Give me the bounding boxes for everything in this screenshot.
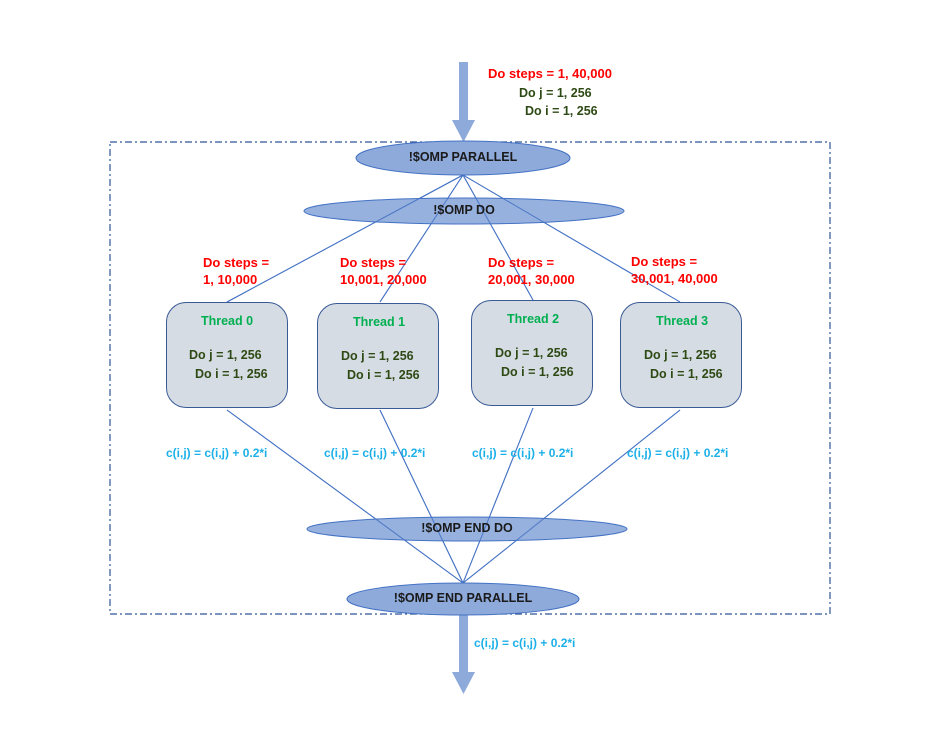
thread-2-statement: c(i,j) = c(i,j) + 0.2*i (472, 446, 574, 460)
thread-0-title: Thread 0 (200, 314, 254, 328)
omp-parallel-label: !$OMP PARALLEL (408, 150, 518, 164)
thread-3-loop-i: Do i = 1, 256 (650, 367, 723, 381)
bottom-statement: c(i,j) = c(i,j) + 0.2*i (474, 636, 576, 650)
thread-2-loop-i: Do i = 1, 256 (501, 365, 574, 379)
thread-2-steps-label: Do steps = (488, 255, 555, 270)
thread-2-steps-range: 20,001, 30,000 (488, 272, 575, 287)
thread-3-title: Thread 3 (655, 314, 709, 328)
thread-1-loop-j: Do j = 1, 256 (341, 349, 414, 363)
thread-3-steps-label: Do steps = (631, 254, 698, 269)
outer-steps-loop: Do steps = 1, 40,000 (488, 66, 612, 81)
thread-2-loop-j: Do j = 1, 256 (495, 346, 568, 360)
omp-do-label: !$OMP DO (433, 203, 495, 217)
thread-0-steps-label: Do steps = (203, 255, 270, 270)
thread-0-statement: c(i,j) = c(i,j) + 0.2*i (166, 446, 268, 460)
thread-3-box: Thread 3 Do j = 1, 256 Do i = 1, 256 (620, 302, 742, 408)
omp-end-do-label: !$OMP END DO (421, 521, 513, 535)
thread-2-title: Thread 2 (506, 312, 560, 326)
thread-3-statement: c(i,j) = c(i,j) + 0.2*i (627, 446, 729, 460)
thread-1-loop-i: Do i = 1, 256 (347, 368, 420, 382)
thread-1-title: Thread 1 (352, 315, 406, 329)
omp-end-do-node (306, 516, 628, 542)
thread-2-box: Thread 2 Do j = 1, 256 Do i = 1, 256 (471, 300, 593, 406)
outer-loop-i: Do i = 1, 256 (525, 104, 598, 118)
thread-0-box: Thread 0 Do j = 1, 256 Do i = 1, 256 (166, 302, 288, 408)
thread-1-steps-label: Do steps = (340, 255, 407, 270)
thread-3-loop-j: Do j = 1, 256 (644, 348, 717, 362)
thread-1-box: Thread 1 Do j = 1, 256 Do i = 1, 256 (317, 303, 439, 409)
thread-0-steps-range: 1, 10,000 (203, 272, 258, 287)
flow-arrow-in (452, 62, 475, 142)
thread-1-steps-range: 10,001, 20,000 (340, 272, 427, 287)
omp-end-parallel-label: !$OMP END PARALLEL (393, 591, 533, 605)
thread-0-loop-j: Do j = 1, 256 (189, 348, 262, 362)
thread-3-steps-range: 30,001, 40,000 (631, 271, 718, 286)
thread-0-loop-i: Do i = 1, 256 (195, 367, 268, 381)
flow-arrow-out (452, 612, 475, 694)
thread-1-statement: c(i,j) = c(i,j) + 0.2*i (324, 446, 426, 460)
outer-loop-j: Do j = 1, 256 (519, 86, 592, 100)
